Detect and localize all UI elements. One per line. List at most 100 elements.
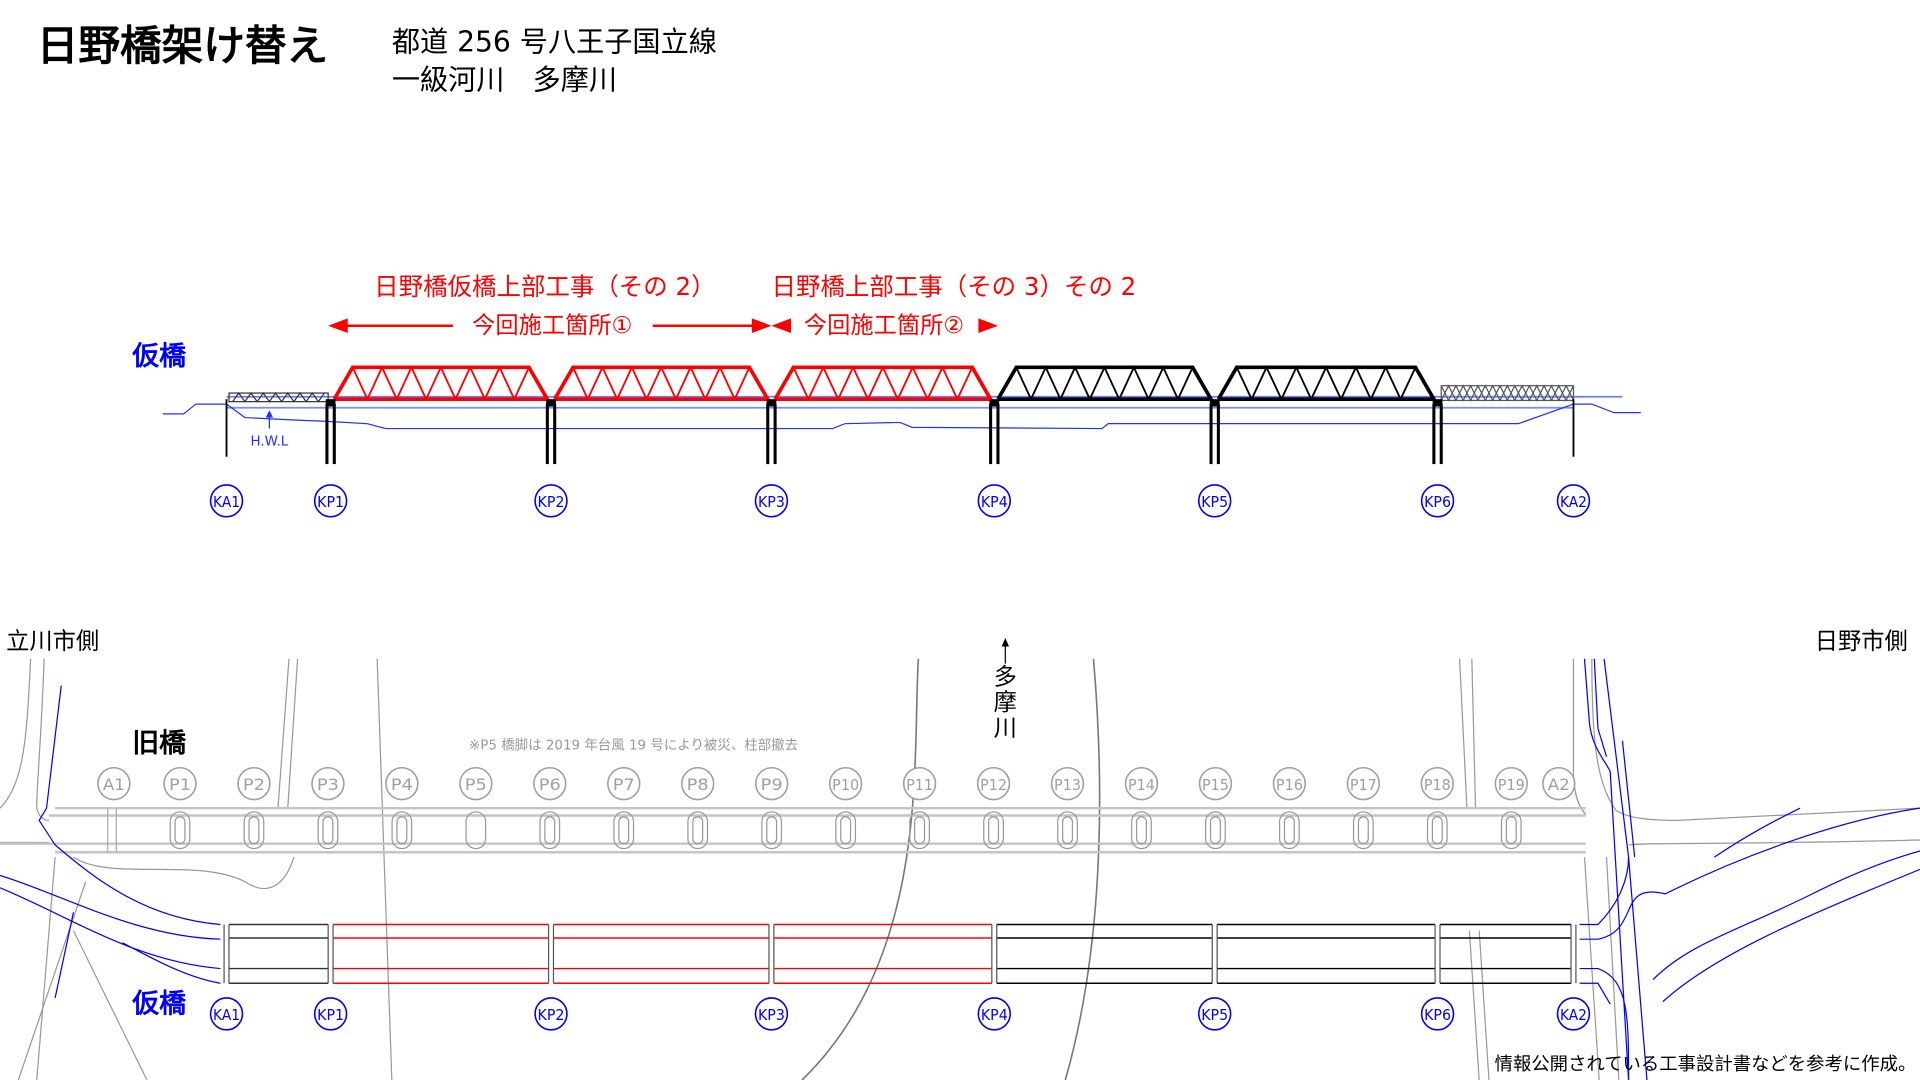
plan-pier-kp1 [327, 924, 334, 984]
old-pier-p9 [761, 811, 783, 850]
svg-text:KP1: KP1 [317, 1007, 344, 1024]
support-marker-kp3: KP3 [754, 484, 789, 518]
plan-span-kp1-kp2 [333, 923, 549, 984]
footer-note: 情報公開されている工事設計書などを参考に作成。 [1495, 1054, 1917, 1075]
old-bridge-deck [0, 806, 1586, 854]
svg-text:P9: P9 [761, 775, 783, 794]
svg-text:KP4: KP4 [981, 494, 1008, 511]
support-marker-ka1: KA1 [209, 484, 244, 518]
support-marker-p2: P2 [237, 766, 271, 801]
plan-span-kp2-kp3 [553, 923, 769, 984]
old-pier-p1 [169, 811, 191, 850]
svg-text:KA2: KA2 [1560, 494, 1587, 511]
svg-text:KA1: KA1 [213, 494, 240, 511]
old-pier-p6 [539, 811, 561, 850]
old-pier-p13 [1057, 811, 1078, 850]
route-name: 都道 256 号八王子国立線 [392, 25, 717, 58]
plan-pier-kp6 [1434, 924, 1441, 984]
support-marker-p15: P15 [1198, 766, 1233, 801]
plan-span-ka1-kp1 [228, 923, 329, 984]
support-marker-kp2: KP2 [534, 484, 568, 518]
truss-spans [332, 365, 1438, 402]
plan-pier-kp2 [547, 924, 555, 984]
temp-bridge-plan [223, 923, 1577, 984]
truss-span-kp3-kp4 [773, 365, 994, 402]
old-pier-p3 [317, 811, 339, 850]
svg-text:P13: P13 [1054, 777, 1081, 794]
plan-pier-kp5 [1211, 924, 1218, 984]
svg-text:P4: P4 [391, 775, 413, 794]
old-pier-p14 [1131, 811, 1152, 850]
support-marker-kp2: KP2 [534, 997, 568, 1031]
truss-span-kp1-kp2 [332, 365, 551, 402]
svg-text:P1: P1 [169, 775, 191, 794]
old-pier-p12 [983, 811, 1004, 850]
support-marker-p4: P4 [385, 766, 419, 801]
plan-pier-ka2 [1570, 924, 1577, 984]
truss-span-kp4-kp5 [996, 365, 1215, 402]
support-marker-kp1: KP1 [313, 484, 348, 518]
svg-text:P6: P6 [539, 775, 561, 794]
support-marker-p3: P3 [311, 766, 345, 801]
hino-side-label: 日野市側 [1815, 628, 1908, 655]
support-marker-p11: P11 [902, 766, 937, 801]
old-bridge-label: 旧橋 [132, 728, 187, 759]
plan-span-kp6-ka2 [1440, 923, 1572, 984]
svg-text:KP5: KP5 [1201, 1007, 1228, 1024]
support-marker-p14: P14 [1124, 766, 1159, 801]
support-marker-p17: P17 [1346, 766, 1381, 801]
svg-text:KP2: KP2 [538, 1007, 565, 1024]
svg-text:KP4: KP4 [981, 1007, 1008, 1024]
river-flow-label: 多 摩 川 [994, 637, 1017, 742]
p5-damage-note: ※P5 橋脚は 2019 年台風 19 号により被災、柱部撤去 [469, 737, 798, 753]
old-pier-p17 [1352, 811, 1374, 850]
background-linework [0, 658, 1920, 1080]
pier-kp1 [325, 399, 336, 465]
pier-kp5 [1209, 399, 1220, 465]
old-pier-p4 [391, 811, 413, 850]
support-marker-ka2: KA2 [1556, 484, 1591, 518]
pier-kp3 [766, 399, 777, 465]
page-title: 日野橋架け替え [37, 21, 328, 70]
support-marker-p12: P12 [976, 766, 1011, 801]
plan-span-kp3-kp4 [773, 923, 992, 984]
support-marker-p19: P19 [1494, 766, 1528, 801]
support-marker-kp4: KP4 [977, 484, 1011, 518]
svg-text:P2: P2 [243, 775, 265, 794]
old-pier-p18 [1426, 811, 1448, 850]
old-pier-p19 [1500, 811, 1522, 850]
truss-span-kp5-kp6 [1216, 365, 1438, 402]
hwl-marker: H.W.L [251, 410, 289, 450]
support-marker-p16: P16 [1272, 766, 1307, 801]
svg-text:KP3: KP3 [758, 1007, 785, 1024]
support-marker-p6: P6 [533, 766, 567, 801]
svg-text:P8: P8 [687, 775, 709, 794]
svg-text:P16: P16 [1276, 777, 1303, 794]
support-marker-kp6: KP6 [1420, 484, 1455, 518]
river-class: 一級河川 多摩川 [392, 63, 617, 96]
hwl-label: H.W.L [251, 435, 289, 450]
site-arrow-1 [328, 318, 772, 334]
svg-text:KP6: KP6 [1424, 1007, 1451, 1024]
pier-kp2 [545, 399, 557, 465]
svg-text:P19: P19 [1498, 777, 1525, 794]
pier-kp6 [1432, 399, 1443, 465]
svg-text:A1: A1 [103, 775, 125, 794]
svg-text:P15: P15 [1202, 777, 1229, 794]
support-marker-kp5: KP5 [1197, 997, 1232, 1031]
old-pier-p2 [243, 811, 265, 850]
old-pier-p10 [835, 811, 857, 850]
svg-text:KP6: KP6 [1424, 494, 1451, 511]
plan-pier-kp3 [768, 924, 775, 984]
old-pier-p7 [613, 811, 635, 850]
support-marker-p18: P18 [1420, 766, 1455, 801]
support-marker-kp1: KP1 [313, 997, 348, 1031]
old-pier-p8 [687, 811, 709, 850]
svg-text:KP2: KP2 [538, 494, 565, 511]
plan-pier-kp4 [991, 924, 998, 984]
project-label-2: 日野橋上部工事（その 3）その 2 [771, 272, 1136, 301]
site-arrow-2 [771, 318, 998, 334]
